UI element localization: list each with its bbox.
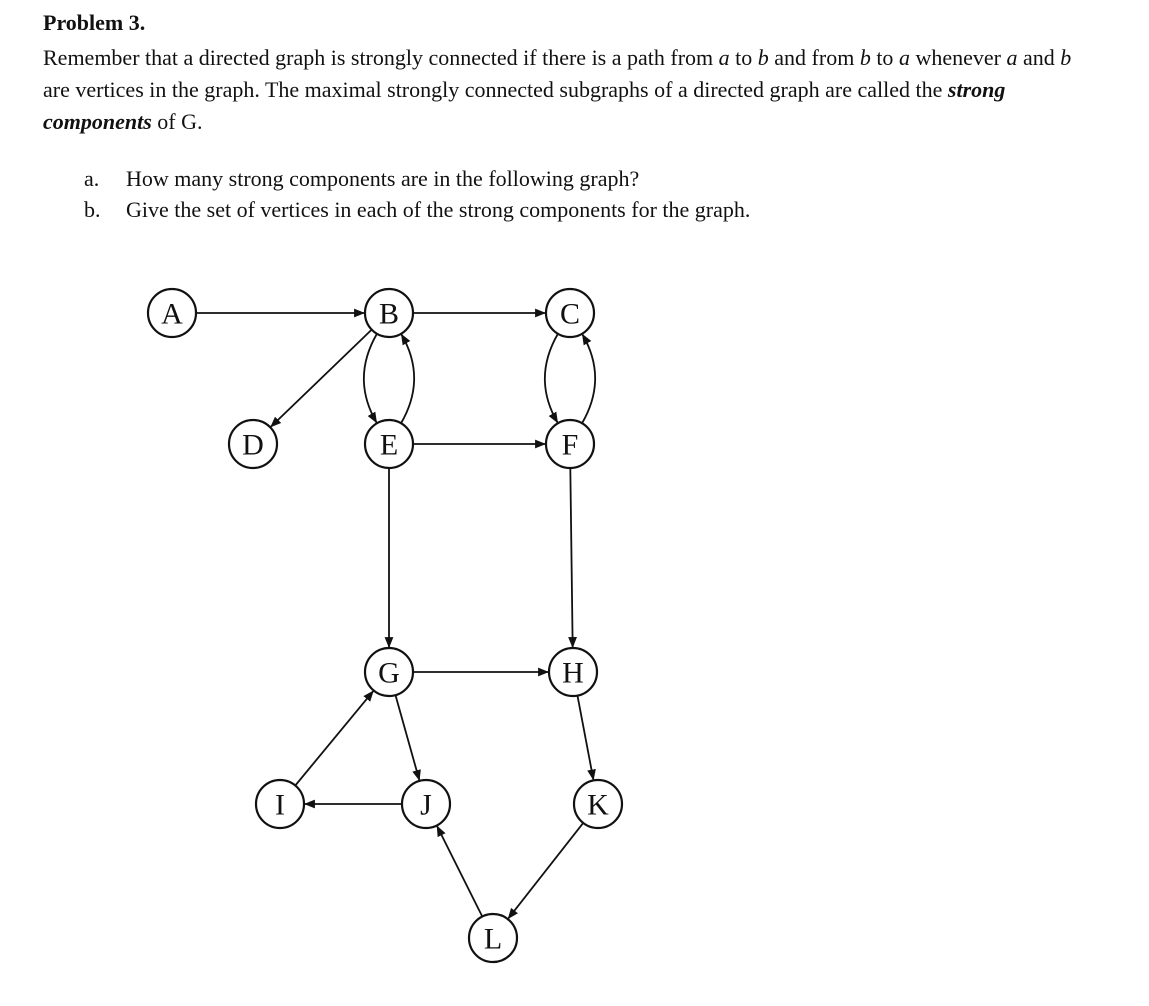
vertex-circle — [467, 912, 519, 964]
vertex-circle — [146, 287, 198, 339]
vertex-f: F — [544, 418, 596, 470]
vertex-circle — [572, 778, 624, 830]
vertices-layer: A B C D E F G H I J K L — [146, 287, 624, 964]
statement-text: are vertices in the graph. The maximal s… — [43, 77, 948, 102]
vertex-label: K — [587, 789, 609, 822]
vertex-circle — [544, 287, 596, 339]
question-a-label: a. — [84, 166, 100, 191]
edge-l-to-j — [436, 825, 484, 917]
vertex-circle — [544, 418, 596, 470]
vertex-circle — [547, 646, 599, 698]
vertex-l: L — [467, 912, 519, 964]
vertex-label: J — [420, 789, 432, 822]
edge-c-to-f — [543, 333, 559, 424]
question-a-text: How many strong components are in the fo… — [126, 166, 640, 191]
edge-e-to-b — [400, 333, 416, 424]
edge-b-to-d — [270, 329, 373, 428]
vertex-label: E — [380, 429, 398, 462]
vertex-circle — [363, 646, 415, 698]
statement-text: whenever — [909, 45, 1007, 70]
vertex-circle — [254, 778, 306, 830]
vertex-circle — [227, 418, 279, 470]
vertex-circle — [363, 418, 415, 470]
vertex-k: K — [572, 778, 624, 830]
vertex-label: B — [379, 298, 399, 331]
problem-title: Problem 3. — [43, 10, 146, 35]
vertex-d: D — [227, 418, 279, 470]
vertex-b: B — [363, 287, 415, 339]
vertex-circle — [363, 287, 415, 339]
vertex-h: H — [547, 646, 599, 698]
var-b: b — [859, 45, 871, 70]
var-a: a — [718, 45, 730, 70]
edge-h-to-k — [576, 695, 596, 781]
edge-b-to-e — [362, 333, 378, 424]
statement-text: and from — [768, 45, 860, 70]
edges-layer — [196, 308, 597, 920]
question-a: a. How many strong components are in the … — [84, 164, 639, 194]
vertex-circle — [400, 778, 452, 830]
vertex-c: C — [544, 287, 596, 339]
var-a: a — [898, 45, 910, 70]
vertex-e: E — [363, 418, 415, 470]
strong-components-term: strong components — [43, 77, 1006, 134]
vertex-label: F — [562, 429, 579, 462]
question-b-text: Give the set of vertices in each of the … — [126, 197, 751, 222]
edge-f-to-c — [581, 333, 597, 424]
vertex-label: A — [161, 298, 183, 331]
edge-i-to-g — [294, 690, 374, 787]
vertex-label: G — [378, 657, 400, 690]
question-b: b. Give the set of vertices in each of th… — [84, 195, 750, 225]
statement-text: to — [870, 45, 899, 70]
statement-text: Remember that a directed graph is strong… — [43, 45, 719, 70]
vertex-label: D — [242, 429, 264, 462]
edge-k-to-l — [507, 822, 584, 920]
question-b-label: b. — [84, 197, 101, 222]
vertex-a: A — [146, 287, 198, 339]
var-a: a — [1006, 45, 1018, 70]
edge-f-to-h — [568, 467, 577, 649]
vertex-i: I — [254, 778, 306, 830]
vertex-j: J — [400, 778, 452, 830]
statement-text: to — [729, 45, 758, 70]
vertex-label: H — [562, 657, 584, 690]
edge-g-to-j — [394, 694, 421, 781]
statement-text: and — [1017, 45, 1061, 70]
statement-text: of G. — [151, 109, 203, 134]
vertex-label: I — [275, 789, 285, 822]
vertex-g: G — [363, 646, 415, 698]
vertex-label: C — [560, 298, 580, 331]
vertex-label: L — [484, 923, 502, 956]
var-b: b — [1060, 45, 1072, 70]
var-b: b — [757, 45, 769, 70]
problem-statement: Remember that a directed graph is strong… — [43, 42, 1103, 138]
